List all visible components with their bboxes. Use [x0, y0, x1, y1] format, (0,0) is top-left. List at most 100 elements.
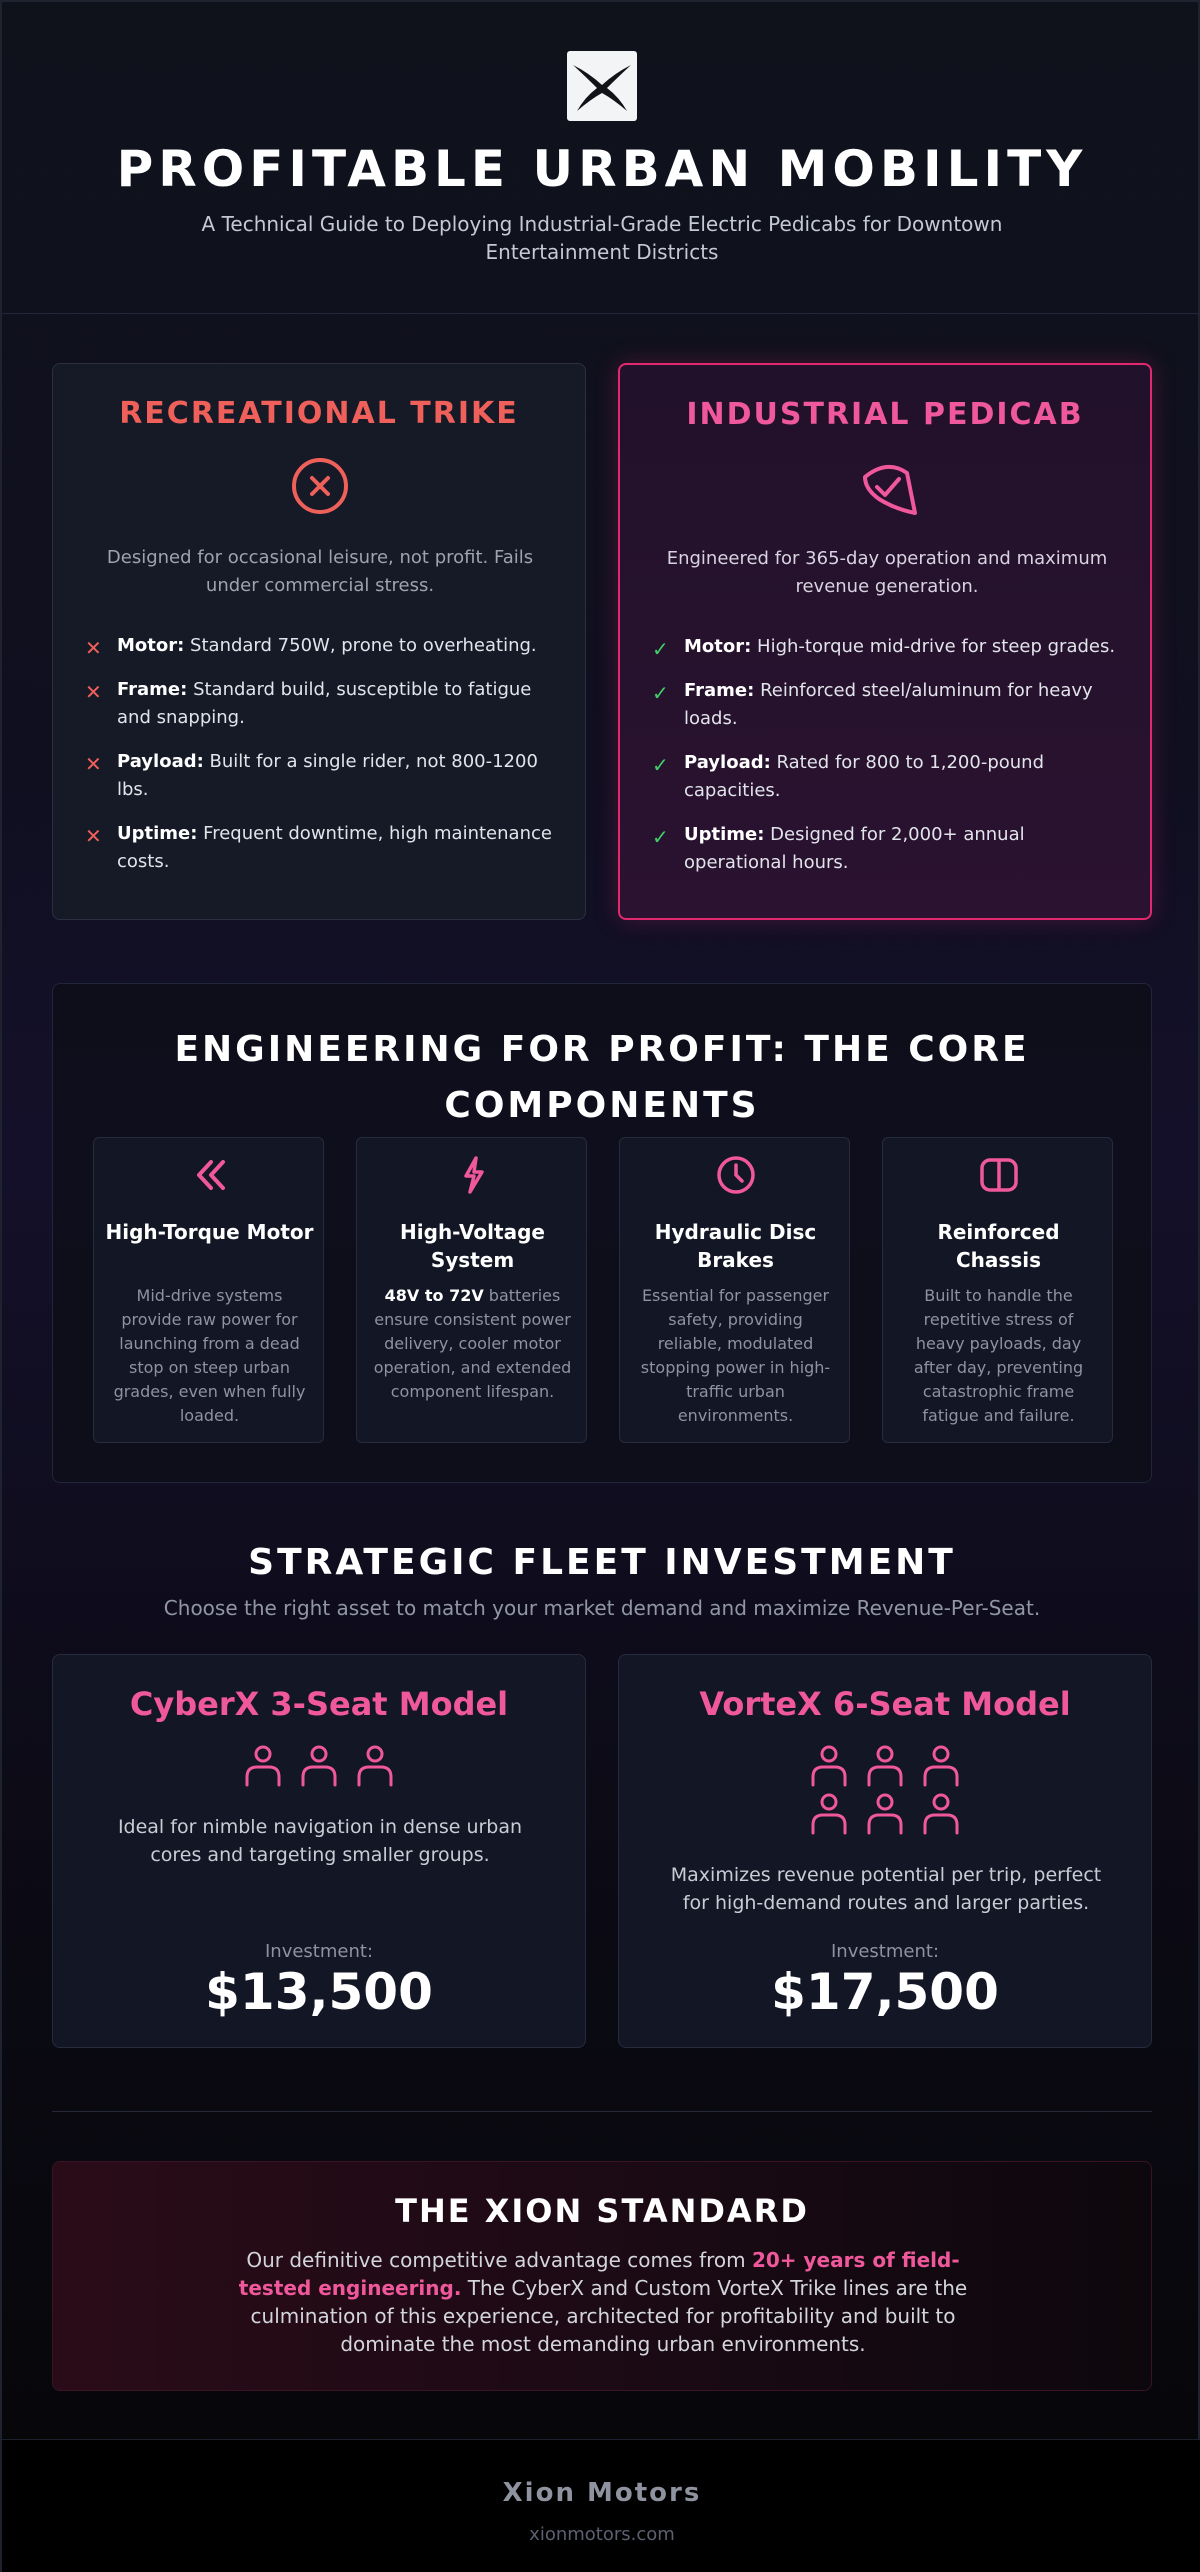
- lightning-bolt-icon: [464, 1156, 484, 1194]
- clock-icon: [717, 1156, 755, 1194]
- standard-highlight: 20+ years of field-tested engineering.: [238, 2248, 960, 2300]
- component-card-chassis: Reinforced Chassis Built to handle the r…: [882, 1137, 1113, 1443]
- list-item: ✕ Motor: Standard 750W, prone to overheat…: [85, 632, 555, 660]
- component-title: Reinforced Chassis: [937, 1220, 1060, 1272]
- standard-text-end: The CyberX and Custom VorteX Trike lines…: [250, 2276, 968, 2356]
- component-text: Built to handle the repetitive stress of…: [913, 1286, 1084, 1425]
- person-icon: [245, 1745, 281, 1787]
- component-description: 48V to 72V batteries ensure consistent p…: [371, 1284, 574, 1404]
- seat-icons: [53, 1743, 585, 1787]
- section-subtitle: Choose the right asset to match your mar…: [163, 1596, 1041, 1620]
- feature-text: Reinforced steel/aluminum for heavy load…: [684, 680, 1093, 729]
- feature-list: ✓Motor: High-torque mid-drive for steep …: [652, 633, 1122, 893]
- feature-text: Designed for 2,000+ annual operational h…: [684, 824, 1025, 873]
- seat-icons-row-1: [619, 1743, 1151, 1787]
- list-item: ✕ Frame: Standard build, susceptible to f…: [85, 676, 555, 732]
- footer-url-link[interactable]: xionmotors.com: [529, 2524, 675, 2545]
- person-icon: [923, 1745, 959, 1787]
- component-card-motor: High-Torque Motor Mid-drive systems prov…: [93, 1137, 324, 1443]
- seat-icons-row-2: [619, 1791, 1151, 1835]
- list-item: ✕ Payload: Built for a single rider, not …: [85, 748, 555, 804]
- feature-text: Standard build, susceptible to fatigue a…: [117, 679, 532, 728]
- x-mark-icon: ✕: [85, 752, 102, 776]
- feature-label: Uptime:: [117, 823, 198, 844]
- section-title: ENGINEERING FOR PROFIT: THE CORE COMPONE…: [174, 1029, 1030, 1126]
- component-text: Mid-drive systems provide raw power for …: [113, 1286, 306, 1425]
- xion-standard-section: THE XION STANDARD Our definitive competi…: [52, 2161, 1152, 2391]
- component-text: Essential for passenger safety, providin…: [640, 1286, 831, 1425]
- component-title: High-Voltage System: [400, 1220, 545, 1272]
- model-description: Ideal for nimble navigation in dense urb…: [117, 1816, 523, 1866]
- person-icon: [811, 1745, 847, 1787]
- check-icon: ✓: [652, 825, 669, 849]
- x-circle-icon: [292, 458, 348, 514]
- component-text: batteries ensure consistent power delive…: [373, 1286, 572, 1401]
- model-card-cyberx: CyberX 3-Seat Model Ideal for nimble nav…: [52, 1654, 586, 2048]
- person-icon: [867, 1745, 903, 1787]
- check-icon: ✓: [652, 753, 669, 777]
- component-card-voltage: High-Voltage System 48V to 72V batteries…: [356, 1137, 587, 1443]
- model-price: $13,500: [205, 1963, 433, 2021]
- feature-text: High-torque mid-drive for steep grades.: [751, 636, 1116, 657]
- section-title: STRATEGIC FLEET INVESTMENT: [248, 1542, 956, 1583]
- check-icon: ✓: [652, 681, 669, 705]
- feature-label: Frame:: [684, 680, 755, 701]
- x-mark-icon: ✕: [85, 636, 102, 660]
- model-name: VorteX 6-Seat Model: [699, 1685, 1071, 1723]
- page-subtitle: A Technical Guide to Deploying Industria…: [201, 212, 1003, 264]
- x-mark-icon: ✕: [85, 824, 102, 848]
- standard-text: Our definitive competitive advantage com…: [233, 2246, 973, 2358]
- card-description: Designed for occasional leisure, not pro…: [106, 547, 534, 596]
- component-description: Essential for passenger safety, providin…: [634, 1284, 837, 1428]
- industrial-pedicab-card: INDUSTRIAL PEDICAB Engineered for 365-da…: [618, 363, 1152, 920]
- component-lead: 48V to 72V: [384, 1286, 484, 1305]
- investment-label: Investment:: [264, 1941, 374, 1962]
- model-description: Maximizes revenue potential per trip, pe…: [670, 1864, 1102, 1914]
- list-item: ✓Motor: High-torque mid-drive for steep …: [652, 633, 1122, 661]
- person-icon: [867, 1793, 903, 1835]
- list-item: ✕ Uptime: Frequent downtime, high mainten…: [85, 820, 555, 876]
- feature-text: Rated for 800 to 1,200-pound capacities.: [684, 752, 1045, 801]
- feature-label: Payload:: [117, 751, 204, 772]
- header: PROFITABLE URBAN MOBILITY A Technical Gu…: [2, 2, 1200, 314]
- component-description: Built to handle the repetitive stress of…: [897, 1284, 1100, 1428]
- section-title: THE XION STANDARD: [395, 2192, 809, 2230]
- list-item: ✓ Uptime: Designed for 2,000+ annual oper…: [652, 821, 1122, 877]
- check-icon: ✓: [652, 637, 669, 661]
- feature-label: Motor:: [117, 635, 185, 656]
- model-name: CyberX 3-Seat Model: [129, 1685, 509, 1723]
- engineering-section: ENGINEERING FOR PROFIT: THE CORE COMPONE…: [52, 983, 1152, 1483]
- chassis-icon: [980, 1158, 1018, 1192]
- footer: Xion Motors xionmotors.com: [2, 2439, 1200, 2572]
- person-icon: [301, 1745, 337, 1787]
- page-title: PROFITABLE URBAN MOBILITY: [116, 140, 1088, 198]
- person-icon: [357, 1745, 393, 1787]
- feature-text: Built for a single rider, not 800-1200 l…: [117, 751, 538, 800]
- component-title: High-Torque Motor: [105, 1220, 314, 1244]
- list-item: ✓ Frame: Reinforced steel/aluminum for he…: [652, 677, 1122, 733]
- recreational-trike-card: RECREATIONAL TRIKE Designed for occasion…: [52, 363, 586, 920]
- component-description: Mid-drive systems provide raw power for …: [108, 1284, 311, 1428]
- component-card-brakes: Hydraulic Disc Brakes Essential for pass…: [619, 1137, 850, 1443]
- person-icon: [923, 1793, 959, 1835]
- model-card-vortex: VorteX 6-Seat Model Maximizes revenue po…: [618, 1654, 1152, 2048]
- divider: [52, 2111, 1152, 2112]
- card-description: Engineered for 365-day operation and max…: [666, 548, 1108, 597]
- feature-label: Payload:: [684, 752, 771, 773]
- component-title: Hydraulic Disc Brakes: [654, 1220, 817, 1272]
- x-mark-icon: ✕: [85, 680, 102, 704]
- feature-text: Frequent downtime, high maintenance cost…: [117, 823, 552, 872]
- feature-label: Uptime:: [684, 824, 765, 845]
- feature-label: Frame:: [117, 679, 188, 700]
- feature-text: Standard 750W, prone to overheating.: [184, 635, 537, 656]
- standard-text-start: Our definitive competitive advantage com…: [246, 2248, 752, 2272]
- shield-check-icon: [863, 465, 917, 515]
- list-item: ✓ Payload: Rated for 800 to 1,200-pound c…: [652, 749, 1122, 805]
- card-title: INDUSTRIAL PEDICAB: [686, 397, 1084, 432]
- feature-list: ✕ Motor: Standard 750W, prone to overheat…: [85, 632, 555, 892]
- model-price: $17,500: [771, 1963, 999, 2021]
- person-icon: [811, 1793, 847, 1835]
- investment-label: Investment:: [830, 1941, 940, 1962]
- footer-brand: Xion Motors: [502, 2478, 702, 2508]
